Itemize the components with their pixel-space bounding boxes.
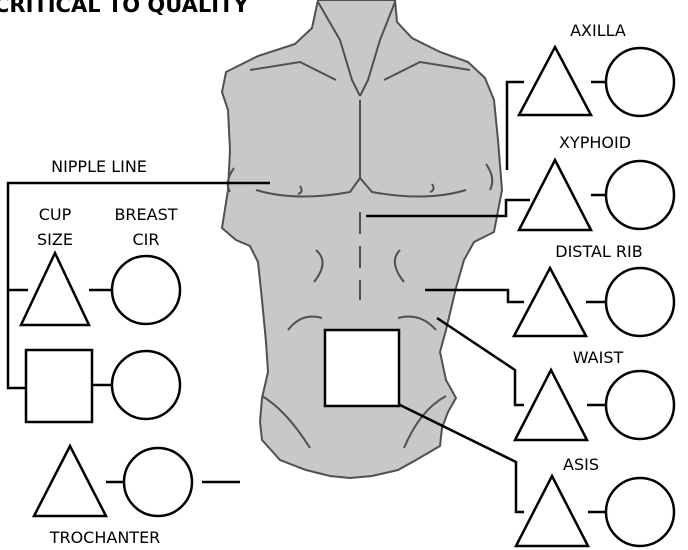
nipple-line-label: NIPPLE LINE [51, 157, 147, 176]
xyphoid-label: XYPHOID [559, 133, 631, 152]
trochanter-circle [124, 448, 192, 516]
center-square [325, 330, 399, 406]
nipple-circle [112, 351, 180, 419]
axilla-circle [606, 48, 674, 116]
diagram-title: CRITICAL TO QUALITY [0, 0, 249, 17]
distal-rib-circle [606, 268, 674, 336]
cup-size-label-line2: SIZE [37, 230, 73, 249]
distal-rib-marker: DISTAL RIB [514, 242, 674, 336]
asis-label: ASIS [563, 455, 599, 474]
trochanter-label: TROCHANTER [49, 528, 161, 547]
breast-cir-label-line2: CIR [132, 230, 159, 249]
xyphoid-marker: XYPHOID [519, 133, 674, 230]
axilla-triangle [519, 47, 591, 115]
waist-triangle [515, 370, 587, 440]
asis-circle [606, 478, 674, 546]
cup-size-triangle [21, 253, 89, 325]
axilla-marker: AXILLA [519, 21, 674, 116]
cup-size-label-line1: CUP [39, 205, 72, 224]
trochanter-marker: TROCHANTER [34, 446, 192, 547]
xyphoid-circle [606, 161, 674, 229]
nipple-marker [26, 350, 180, 422]
trochanter-triangle [34, 446, 106, 516]
distal-rib-label: DISTAL RIB [555, 242, 642, 261]
axilla-label: AXILLA [570, 21, 626, 40]
waist-label: WAIST [573, 348, 624, 367]
waist-marker: WAIST [515, 348, 674, 440]
distal-rib-triangle [514, 268, 586, 336]
xyphoid-triangle [519, 160, 591, 230]
asis-triangle [516, 476, 588, 546]
waist-circle [606, 371, 674, 439]
breast-cir-label-line1: BREAST [114, 205, 177, 224]
asis-marker: ASIS [516, 455, 674, 546]
nipple-square [26, 350, 92, 422]
cup-breast-marker [21, 253, 180, 325]
axilla-connector [507, 82, 524, 170]
breast-cir-circle [112, 256, 180, 324]
